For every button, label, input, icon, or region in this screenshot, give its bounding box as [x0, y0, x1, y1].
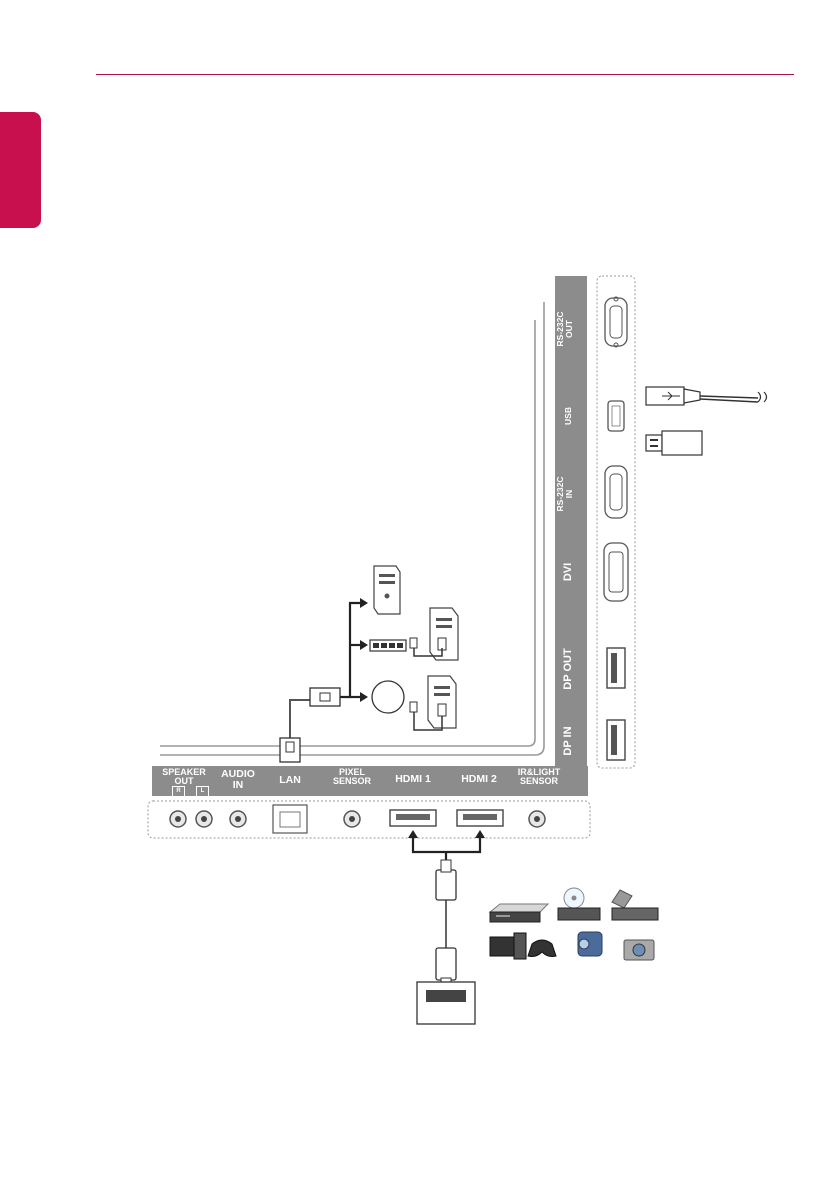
dp-in-label: DP IN: [563, 706, 579, 776]
dp-out-port: [607, 648, 625, 688]
dvd-player-icon: [490, 904, 548, 922]
speaker-out-r-port: [170, 811, 186, 827]
rs232c-in-label: RS-232C IN: [556, 454, 586, 534]
dvi-port: [604, 543, 628, 601]
rs232c-in-port: [605, 466, 627, 518]
speaker-l-label: L: [196, 786, 209, 797]
usb-cable-icon: [646, 387, 767, 405]
dp-in-port: [607, 720, 625, 760]
audio-in-port: [230, 811, 246, 827]
lan-port: [273, 805, 307, 833]
blu-ray-icon: [558, 888, 600, 920]
rs232c-out-port: [605, 297, 627, 347]
game-controller-icon: [528, 940, 556, 957]
pixel-sensor-port: [344, 811, 360, 827]
usb-port: [608, 401, 624, 431]
speaker-r-label: R: [172, 786, 185, 797]
pc-icon: [490, 933, 526, 959]
hdmi-cable-head: [436, 870, 456, 900]
lan-label: LAN: [266, 775, 314, 786]
computer-icon: [374, 566, 400, 614]
dp-out-label: DP OUT: [563, 629, 579, 709]
lan-branch-arrows: [340, 603, 362, 697]
usb-flash-drive-icon: [646, 431, 702, 455]
hdmi1-port: [390, 810, 436, 826]
monitor-outline: [160, 302, 544, 755]
ir-light-sensor-port: [529, 811, 545, 827]
network-hub-icon: [370, 640, 406, 651]
hdmi2-label: HDMI 2: [452, 774, 506, 785]
hdmi2-port: [457, 810, 503, 826]
audio-in-label: AUDIO IN: [216, 769, 260, 791]
bottom-port-panel: [148, 801, 590, 838]
router-icon: [372, 681, 404, 713]
hdmi-cable-head: [436, 948, 456, 980]
dvi-label: DVI: [563, 542, 579, 602]
usb-label: USB: [564, 386, 578, 446]
lan-cable: [290, 700, 312, 742]
speaker-out-label: SPEAKER OUT: [160, 768, 208, 787]
side-port-panel: [597, 276, 635, 768]
pixel-sensor-label: PIXEL SENSOR: [326, 768, 378, 787]
rs232c-out-label: RS-232C OUT: [556, 289, 586, 369]
camera-icon: [624, 940, 654, 960]
ir-light-sensor-label: IR&LIGHT SENSOR: [510, 768, 568, 787]
source-device-port: [417, 982, 475, 1024]
speaker-out-l-port: [196, 811, 212, 827]
computer-icon: [430, 608, 458, 660]
camcorder-icon: [578, 932, 602, 956]
hdmi1-label: HDMI 1: [386, 774, 440, 785]
set-top-box-icon: [612, 890, 658, 920]
